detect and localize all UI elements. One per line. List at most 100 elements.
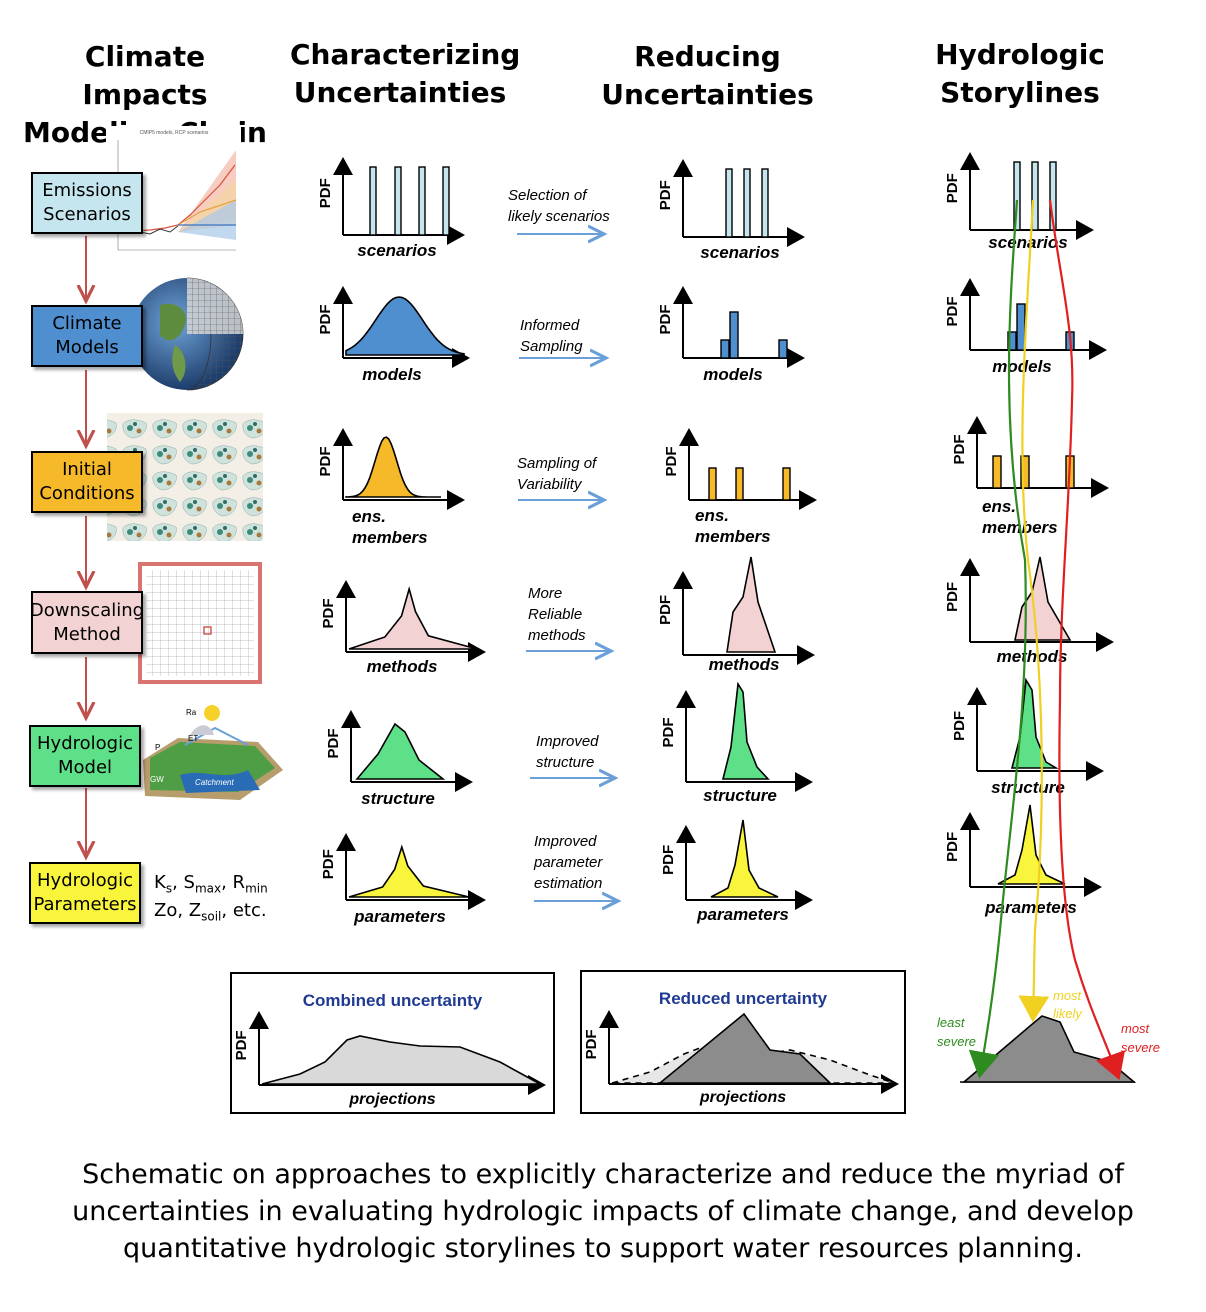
story-ens-bar	[992, 455, 1002, 489]
chain-hydrologic-model: Hydrologic Model	[29, 725, 141, 787]
axis-label-pdf: PDF	[317, 305, 334, 335]
axis-label-pdf: PDF	[325, 729, 342, 759]
axis-label-pdf: PDF	[660, 718, 677, 748]
pdf-structure	[355, 722, 446, 780]
reduced-label: models	[703, 365, 763, 384]
char-label: scenarios	[357, 241, 436, 260]
reduced-label: ens.members	[695, 506, 771, 546]
reduced-model-bar	[778, 339, 788, 359]
pdf-models	[345, 296, 465, 356]
char-label: parameters	[353, 907, 446, 926]
svg-text:GW: GW	[150, 775, 164, 784]
reduced-pdf-methods	[726, 556, 777, 653]
reduced-pdf-structure	[721, 681, 770, 780]
story-scenario-bar	[1049, 161, 1057, 231]
axis-label-pdf: PDF	[944, 582, 961, 612]
pdf-ens-members	[345, 436, 441, 498]
param-text: K	[154, 872, 166, 893]
story-final-pdf	[961, 1015, 1137, 1083]
svg-text:CMIP5 models, RCP scenarios: CMIP5 models, RCP scenarios	[140, 130, 209, 136]
scenario-bar	[442, 166, 450, 236]
axis-label-pdf: PDF	[944, 832, 961, 862]
reduced-label: methods	[709, 655, 780, 674]
reduced-scenario-bar	[761, 168, 769, 238]
reduced-ens-bar	[708, 467, 717, 501]
param-sub: s	[165, 881, 173, 896]
heading-reducing: Reducing Uncertainties	[601, 40, 814, 111]
axis-label-pdf: PDF	[944, 297, 961, 327]
story-model-bar	[1007, 331, 1017, 351]
svg-text:Ra: Ra	[186, 708, 197, 717]
axis-label-pdf: PDF	[657, 595, 674, 625]
story-label: methods	[997, 647, 1068, 666]
char-label: models	[362, 365, 422, 384]
reduced-scenario-bar	[725, 168, 733, 238]
story-label: parameters	[984, 898, 1077, 917]
heading-characterizing: Characterizing Uncertainties	[290, 38, 521, 109]
param-text: Zo, Z	[154, 899, 202, 921]
reduced-label: scenarios	[700, 243, 779, 262]
story-ens-bar	[1020, 455, 1030, 489]
svg-text:ET: ET	[188, 734, 198, 743]
axis-label-pdf: PDF	[317, 447, 334, 477]
reduced-pdf-parameters	[710, 819, 779, 898]
char-label: methods	[367, 657, 438, 676]
panel-title: Reduced uncertainty	[659, 989, 828, 1008]
axis-label-pdf: PDF	[317, 178, 334, 208]
param-text: , S	[172, 872, 195, 893]
story-pdf-methods	[1014, 556, 1072, 641]
axis-label-pdf: PDF	[660, 845, 677, 875]
param-text: , R	[221, 872, 246, 893]
reduced-label: structure	[703, 786, 777, 805]
reduced-scenario-bar	[743, 168, 751, 238]
reduced-ens-bar	[782, 467, 791, 501]
char-label: structure	[361, 789, 435, 808]
chain-emissions-scenarios: Emissions Scenarios	[31, 172, 143, 234]
reduced-pdf	[657, 1012, 832, 1084]
param-text: , etc.	[221, 899, 267, 921]
chain-climate-models: Climate Models	[31, 305, 143, 367]
param-sub: max	[194, 881, 222, 896]
story-label: structure	[991, 778, 1065, 797]
storyline-least-severe	[968, 199, 1027, 1079]
reduced-label: parameters	[696, 905, 789, 924]
svg-text:P: P	[155, 743, 160, 752]
downscaling-grid-figure	[138, 562, 262, 684]
figure-caption: Schematic on approaches to explicitly ch…	[0, 1156, 1206, 1267]
axis-label-pdf: PDF	[320, 599, 337, 629]
axis-label-pdf: PDF	[233, 1030, 250, 1060]
axis-label-pdf: PDF	[951, 435, 968, 465]
panel-xlabel: projections	[699, 1089, 786, 1106]
axis-label-pdf: PDF	[657, 180, 674, 210]
caption-text: Schematic on approaches to explicitly ch…	[72, 1159, 1134, 1264]
reduced-ens-bar	[735, 467, 744, 501]
parameter-list: Ks, Smax, Rmin Zo, Zsoil, etc.	[154, 872, 268, 927]
panel-xlabel: projections	[348, 1091, 435, 1108]
chain-initial-conditions: Initial Conditions	[31, 451, 143, 513]
heading-storylines: Hydrologic Storylines	[935, 38, 1105, 109]
char-label: ens.members	[352, 507, 428, 547]
axis-label-pdf: PDF	[657, 305, 674, 335]
storyline-most-likely	[1018, 199, 1050, 1023]
param-sub: min	[245, 881, 268, 896]
reduced-model-bar	[729, 311, 739, 359]
pdf-parameters	[348, 844, 470, 898]
climate-globe-figure	[131, 277, 244, 391]
axis-label-pdf: PDF	[951, 711, 968, 741]
axis-label-pdf: PDF	[663, 447, 680, 477]
panel-title: Combined uncertainty	[303, 991, 483, 1010]
panel-combined-uncertainty: Combined uncertainty projections	[230, 972, 555, 1114]
story-label: models	[992, 357, 1052, 376]
reduced-model-bar	[720, 339, 730, 359]
svg-text:Catchment: Catchment	[195, 778, 234, 787]
chain-hydrologic-parameters: Hydrologic Parameters	[29, 862, 141, 924]
story-label: scenarios	[988, 233, 1067, 252]
axis-label-pdf: PDF	[583, 1029, 600, 1059]
story-scenario-bar	[1013, 161, 1021, 231]
